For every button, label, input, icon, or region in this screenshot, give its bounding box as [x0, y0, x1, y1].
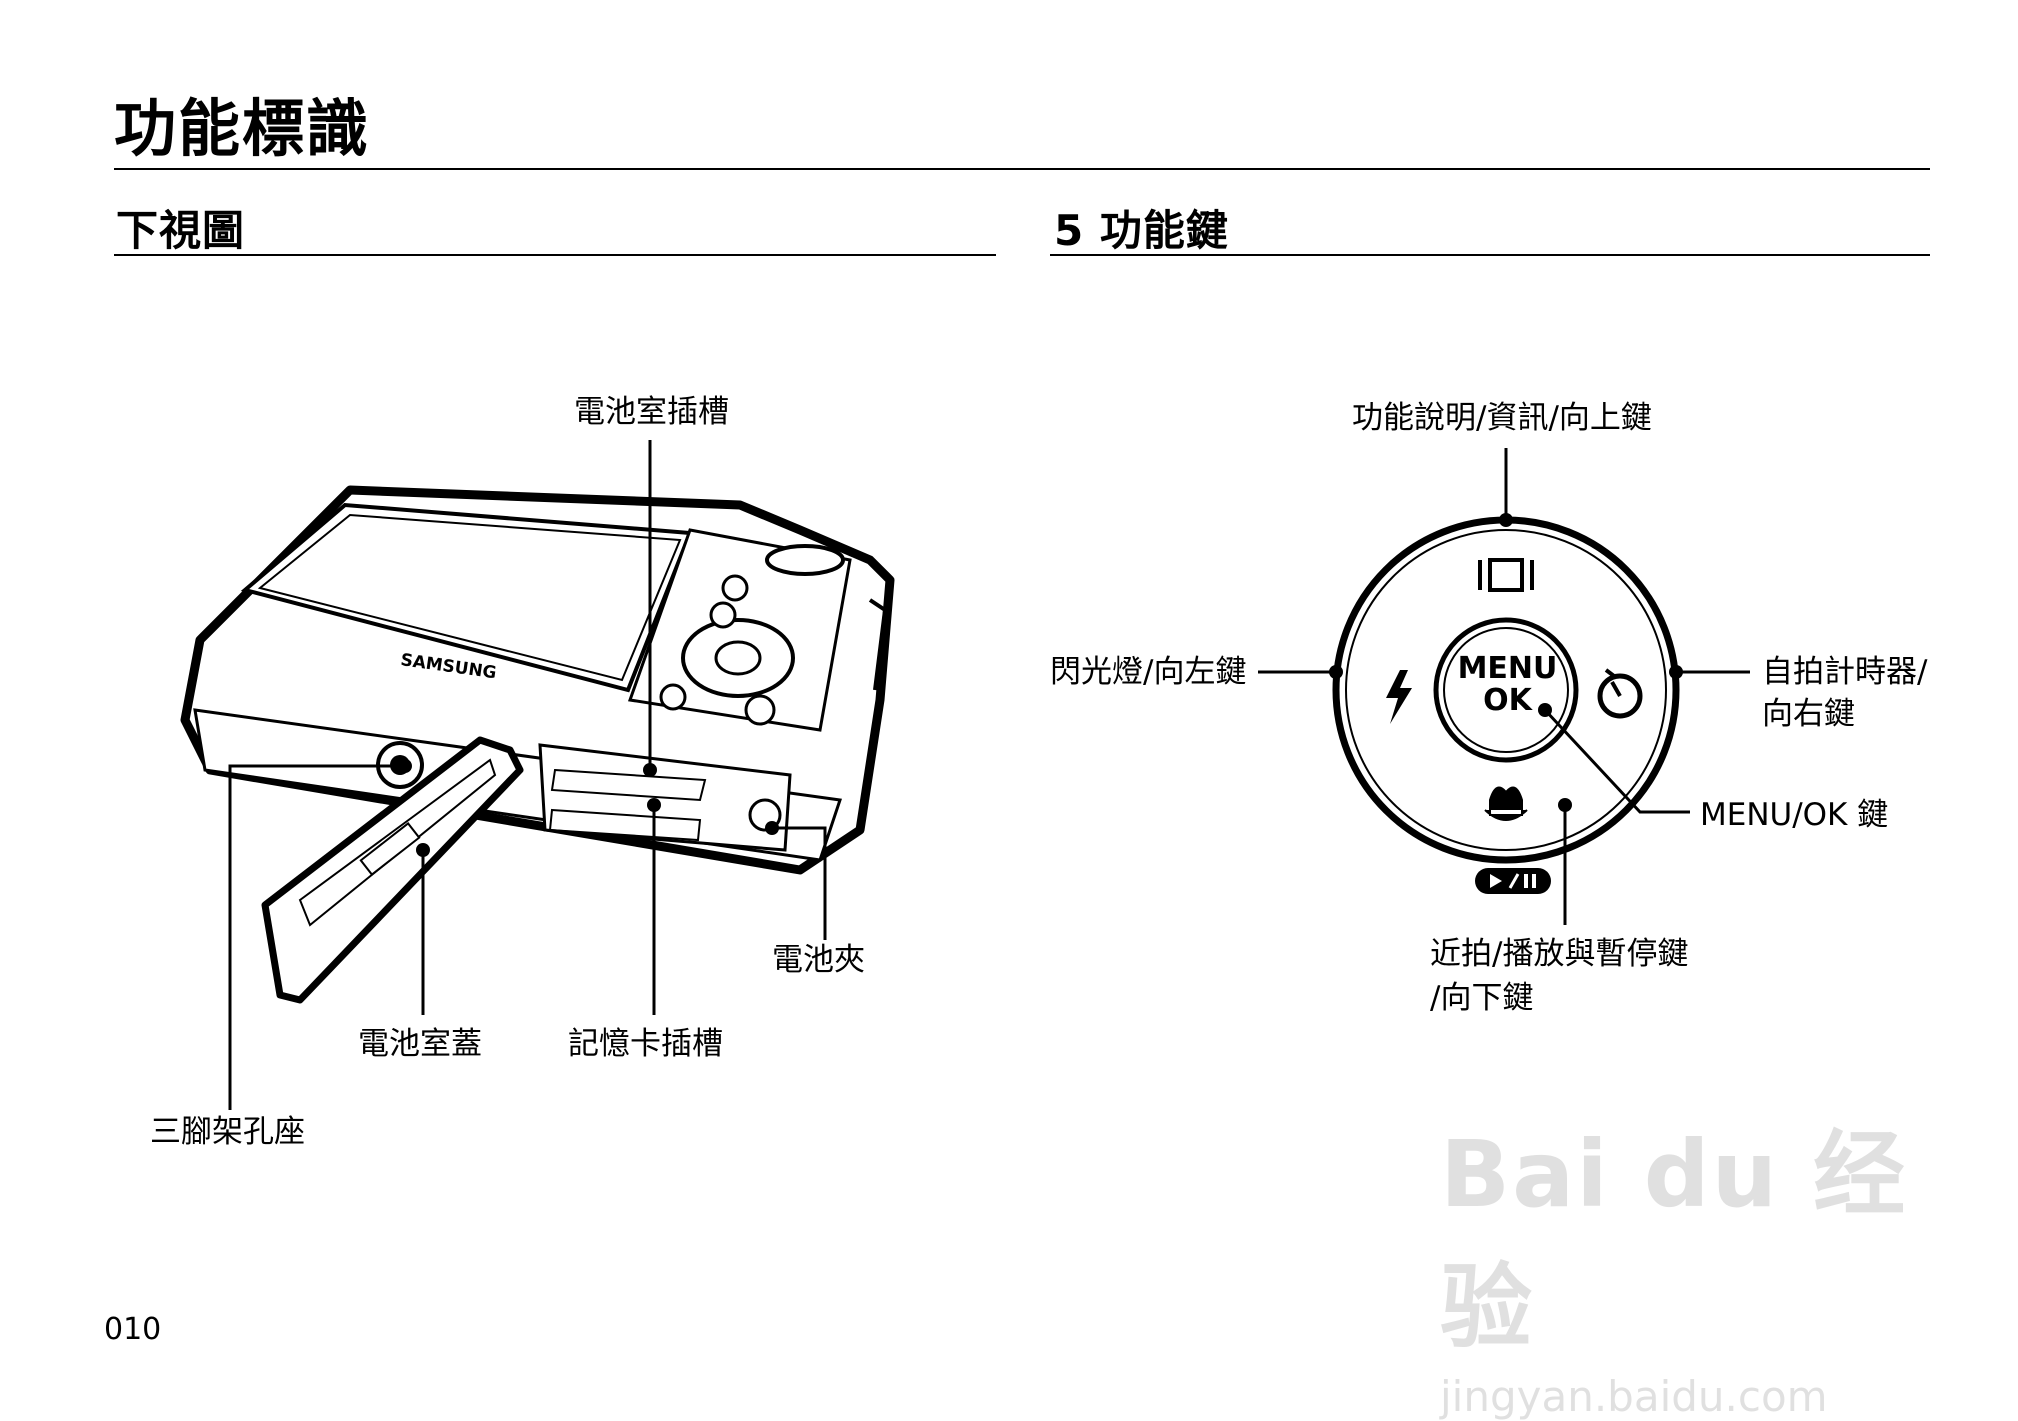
function-keys-title: 5 功能鍵 — [1054, 206, 1229, 255]
page-title: 功能標識 — [114, 92, 371, 165]
self-timer-icon — [1597, 668, 1643, 719]
label-down-key-line1: 近拍/播放與暫停鍵 — [1430, 936, 1689, 972]
bottom-view-title: 下視圖 — [116, 206, 246, 255]
macro-icon — [1484, 786, 1528, 821]
menu-ok-line2: OK — [1483, 682, 1532, 718]
watermark-url: jingyan.baidu.com — [1440, 1372, 1828, 1421]
label-left-key: 閃光燈/向左鍵 — [1050, 654, 1247, 690]
play-pause-icon — [1475, 868, 1551, 894]
title-rule — [114, 168, 1930, 170]
baidu-watermark: Bai du 经验 jingyan.baidu.com — [1440, 1100, 1920, 1421]
bottom-view-rule — [114, 254, 996, 256]
label-battery-slot: 電池室插槽 — [574, 394, 729, 430]
watermark-logo: Bai du 经验 — [1440, 1121, 1908, 1361]
function-keys-rule — [1050, 254, 1930, 256]
control-dial-illustration — [1258, 448, 1750, 925]
camera-bottom-view-illustration: SAMSUNG — [180, 440, 895, 1110]
label-up-key: 功能說明/資訊/向上鍵 — [1352, 400, 1652, 436]
label-menu-ok-key: MENU/OK 鍵 — [1700, 797, 1889, 833]
label-battery-clip: 電池夾 — [772, 942, 865, 978]
page-number: 010 — [104, 1312, 162, 1347]
label-right-key-line1: 自拍計時器/ — [1762, 654, 1928, 690]
label-tripod-socket: 三腳架孔座 — [150, 1114, 305, 1150]
menu-ok-line1: MENU — [1457, 651, 1558, 686]
flash-icon — [1386, 670, 1412, 724]
menu-ok-button: MENU OK — [1450, 653, 1565, 716]
label-down-key-line2: /向下鍵 — [1430, 980, 1534, 1016]
info-icon — [1478, 558, 1534, 592]
label-battery-cover: 電池室蓋 — [358, 1026, 482, 1062]
label-right-key-line2: 向右鍵 — [1762, 696, 1855, 732]
label-memory-card-slot: 記憶卡插槽 — [568, 1026, 723, 1062]
